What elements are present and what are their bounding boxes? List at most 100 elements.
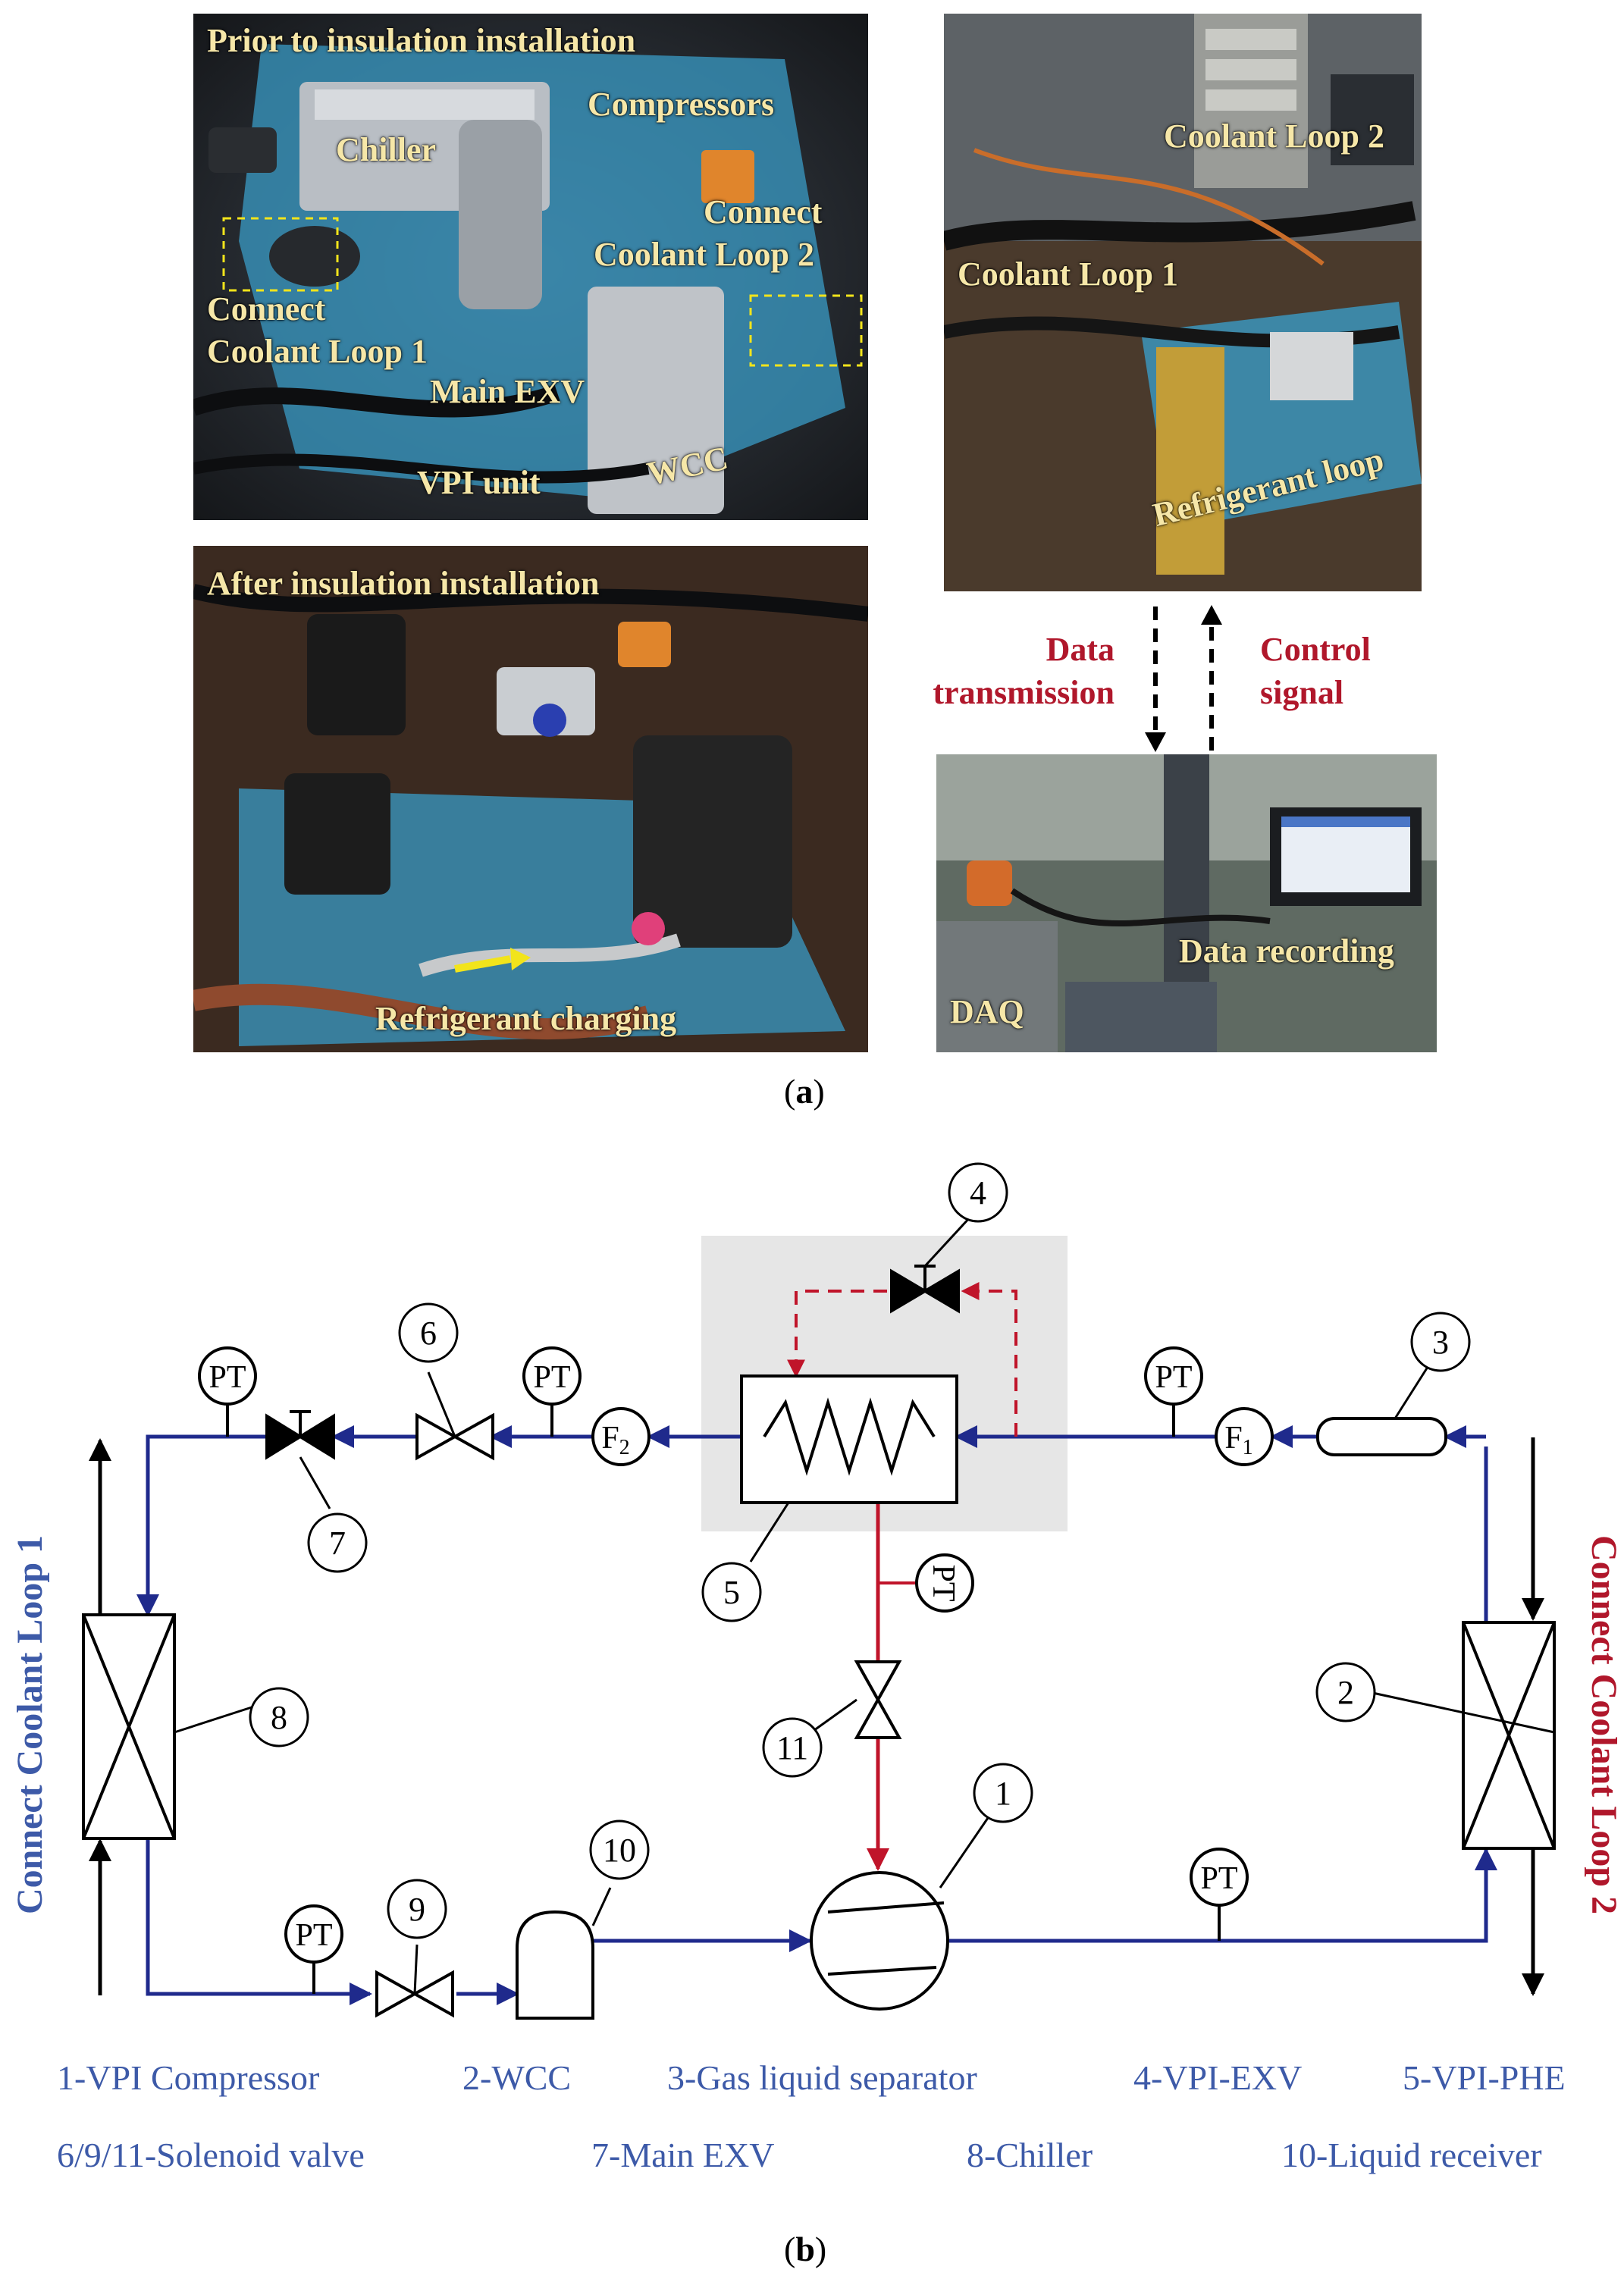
legend-chiller: 8-Chiller — [967, 2136, 1093, 2174]
pt-sensor-6 — [1190, 1848, 1249, 1907]
refrigerant-schematic: PT PT PT PT PT PT F2 F1 1 2 — [10, 1162, 1624, 2020]
leader-2 — [1368, 1691, 1555, 1734]
legend-vpi-phe: 5-VPI-PHE — [1403, 2058, 1566, 2097]
liquid-receiver — [516, 1910, 594, 2020]
label-control-signal: Control signal — [1260, 628, 1371, 714]
callout-10-label: 10 — [603, 1832, 636, 1869]
callout-4 — [948, 1162, 1008, 1223]
label-chiller: Chiller — [336, 131, 436, 168]
line-vpi-exv-outlet — [787, 1290, 887, 1378]
photo-test-bench-image — [944, 14, 1422, 591]
valve6-right — [451, 1412, 494, 1461]
panel-b-label: (b) — [784, 2230, 827, 2268]
caption-prior-insulation: Prior to insulation installation — [207, 22, 636, 59]
line-chiller-to-valve9 — [146, 1838, 372, 2005]
label-connect-loop1-line2: Coolant Loop 1 — [207, 333, 428, 370]
flowmeter-f2 — [591, 1407, 651, 1466]
pt-sensor-2 — [522, 1346, 582, 1406]
callout-3 — [1410, 1312, 1471, 1372]
flowmeter-f1-subscript: 1 — [1243, 1436, 1253, 1459]
photo-prior-insulation: Prior to insulation installation Chiller… — [193, 14, 868, 520]
photo-prior-insulation-image — [193, 14, 868, 520]
pt-sensor-3-label: PT — [1155, 1360, 1192, 1395]
line-compressor-to-wcc — [949, 1848, 1497, 1943]
label-data-transmission: Data transmission — [902, 628, 1115, 714]
pt-sensor-1-label: PT — [208, 1360, 246, 1395]
phe-vpi — [740, 1374, 958, 1504]
callout-6-label: 6 — [420, 1315, 437, 1352]
flowmeter-f1 — [1215, 1407, 1274, 1466]
main-exv-right — [297, 1413, 335, 1460]
photo-daq-station: Data recording DAQ — [936, 754, 1437, 1052]
panel-a-letter: a — [795, 1072, 814, 1111]
pt-sensor-2-label: PT — [533, 1360, 570, 1395]
label-refrigerant-charging: Refrigerant charging — [375, 1000, 677, 1037]
data-transmission-arrowhead — [1145, 732, 1166, 752]
vpi-exv-left — [890, 1268, 928, 1314]
pt-sensor-4-label: PT — [926, 1564, 961, 1601]
leader-7 — [299, 1456, 331, 1509]
flowmeter-f1-label: F1 — [1224, 1421, 1252, 1459]
leader-1 — [939, 1815, 991, 1888]
label-coolant-loop2: Coolant Loop 2 — [1164, 118, 1384, 155]
legend-wcc: 2-WCC — [462, 2058, 572, 2097]
compressor-line-a — [827, 1901, 945, 1914]
flowmeter-f2-letter: F — [601, 1421, 619, 1456]
callout-11 — [762, 1717, 823, 1778]
flowmeter-f2-subscript: 2 — [619, 1436, 630, 1459]
photo-after-insulation: After insulation installation Refrigeran… — [193, 546, 868, 1052]
label-daq: DAQ — [950, 993, 1024, 1030]
label-connect-coolant-loop2: Connect Coolant Loop 2 — [1584, 1535, 1624, 1914]
leader-3 — [1394, 1364, 1431, 1419]
gas-liquid-separator — [1316, 1417, 1447, 1456]
line-vpi-exv-inlet — [961, 1282, 1017, 1437]
pt-sensor-6-label: PT — [1200, 1861, 1237, 1896]
callout-3-label: 3 — [1432, 1324, 1449, 1361]
valve6-left — [415, 1412, 459, 1461]
callout-8 — [249, 1687, 309, 1747]
label-main-exv: Main EXV — [430, 373, 585, 410]
chiller-cross-b — [82, 1614, 176, 1839]
leader-4 — [923, 1215, 972, 1268]
callout-9 — [387, 1879, 447, 1939]
label-compressors: Compressors — [588, 86, 775, 123]
callout-11-label: 11 — [776, 1729, 808, 1766]
flowmeter-f1-letter: F — [1224, 1421, 1242, 1456]
legend-solenoid-valve: 6/9/11-Solenoid valve — [57, 2136, 365, 2174]
label-data-transmission-line1: Data — [1046, 631, 1115, 668]
pt-sensor-4 — [915, 1553, 974, 1613]
control-signal-arrowhead — [1201, 605, 1222, 625]
main-exv-left — [265, 1413, 303, 1460]
callout-1 — [973, 1763, 1033, 1823]
label-connect-loop2-line1: Connect — [704, 193, 823, 230]
callout-4-label: 4 — [970, 1174, 986, 1211]
callout-7-label: 7 — [329, 1525, 346, 1562]
label-vpi-unit: VPI unit — [417, 464, 541, 501]
valve9-left — [375, 1970, 419, 2018]
callout-10 — [589, 1820, 650, 1880]
legend-gas-liquid-separator: 3-Gas liquid separator — [667, 2058, 977, 2097]
callout-1-label: 1 — [995, 1775, 1011, 1812]
line-exv7-to-chiller — [136, 1434, 267, 1617]
photo-test-bench: Coolant Loop 2 Coolant Loop 1 Refrigeran… — [944, 14, 1422, 591]
callout-2-label: 2 — [1337, 1674, 1354, 1711]
label-control-signal-line2: signal — [1260, 674, 1344, 712]
valve9-right — [411, 1970, 454, 2018]
phe-coil — [763, 1397, 936, 1476]
callout-7 — [307, 1512, 368, 1573]
callout-9-label: 9 — [409, 1891, 425, 1928]
wcc-cross-b — [1462, 1622, 1556, 1849]
pt-sensor-5-label: PT — [295, 1918, 332, 1953]
label-data-transmission-line2: transmission — [933, 674, 1115, 712]
signal-arrows — [1145, 605, 1222, 752]
compressor — [810, 1871, 949, 2011]
panel-b-letter: b — [795, 2230, 815, 2268]
label-coolant-loop1: Coolant Loop 1 — [958, 255, 1178, 293]
valve11-top — [854, 1660, 902, 1704]
compressor-line-b — [827, 1966, 937, 1976]
leader-6 — [427, 1371, 456, 1437]
pt-sensor-3 — [1144, 1346, 1203, 1406]
leader-10 — [591, 1887, 612, 1926]
panel-a-label: (a) — [784, 1072, 825, 1111]
label-connect-loop2-line2: Coolant Loop 2 — [594, 236, 814, 273]
